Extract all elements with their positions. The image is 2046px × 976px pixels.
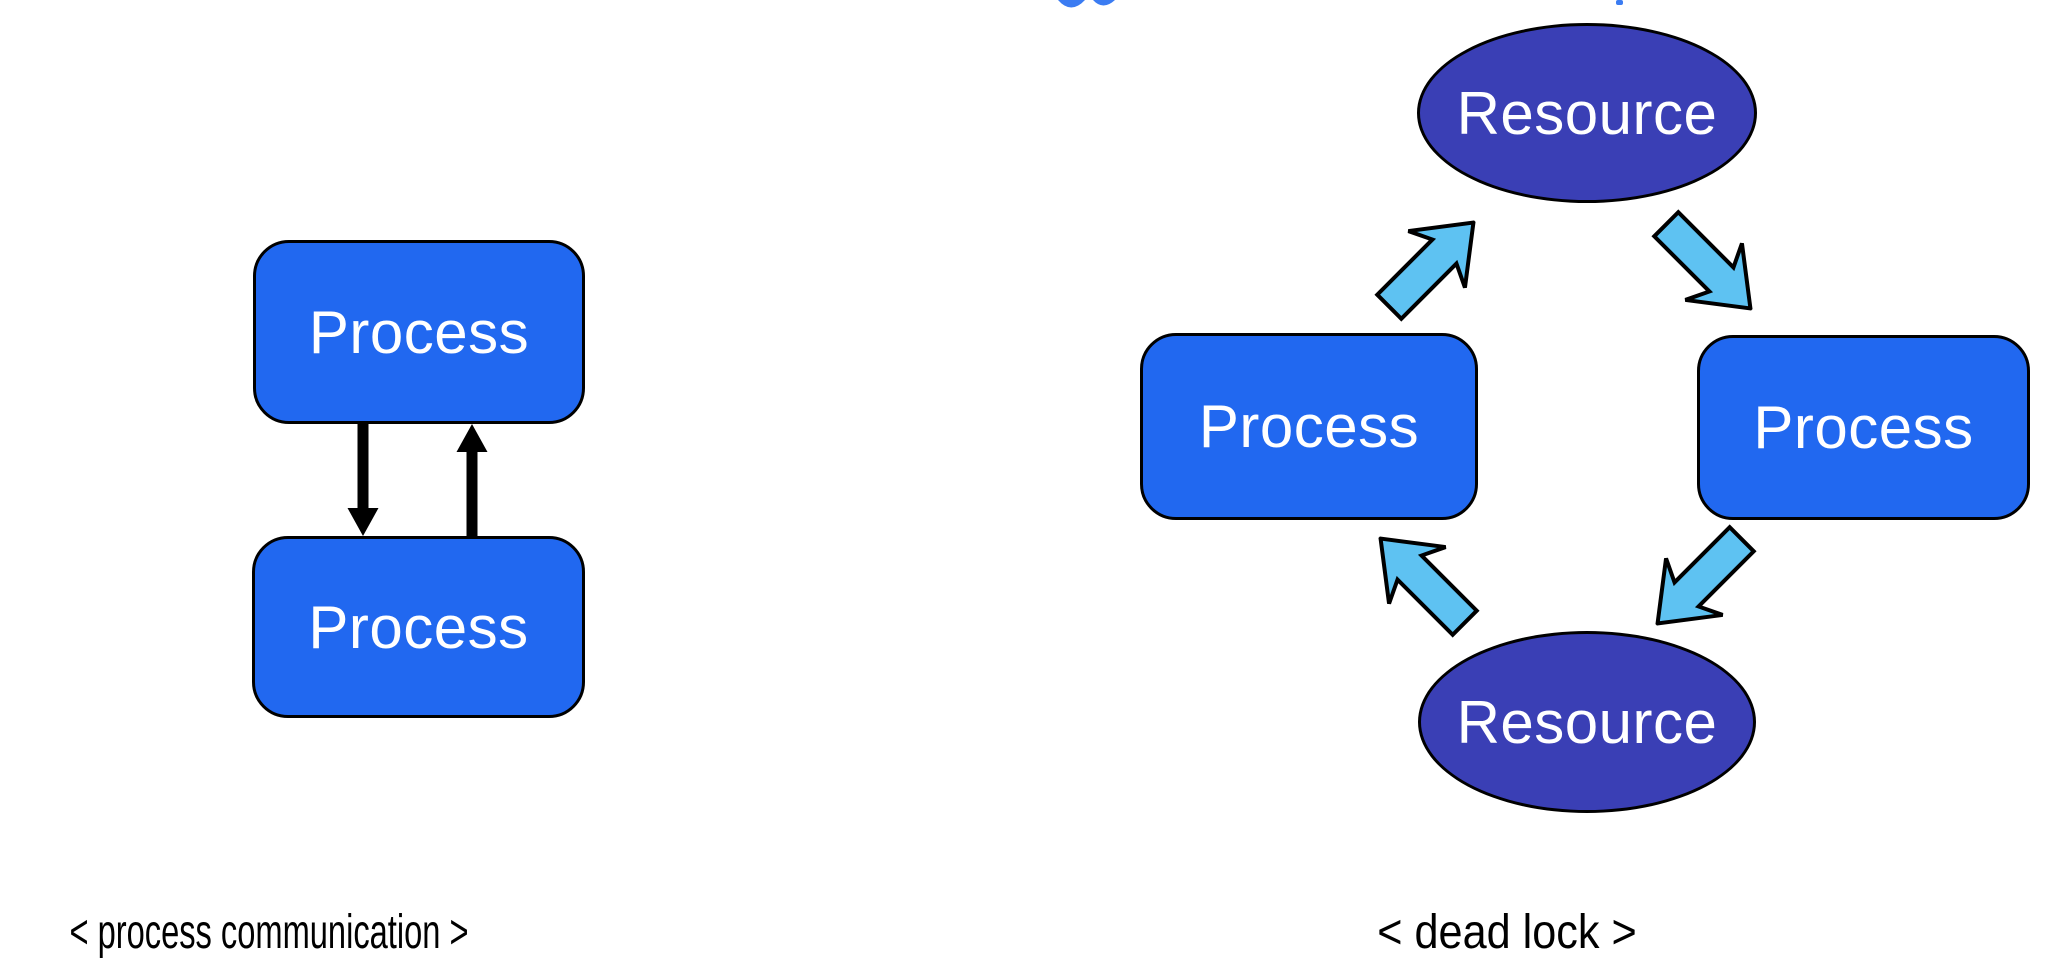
right-diagram-caption: < dead lock > <box>1377 906 1637 959</box>
cutoff-text-fragment <box>1616 0 1623 5</box>
process-node-top: Process <box>253 240 585 424</box>
resource-node-top: Resource <box>1417 23 1757 203</box>
process-node-label: Process <box>308 298 530 366</box>
process-node-right: Process <box>1697 335 2030 520</box>
resource-node-label: Resource <box>1456 688 1718 756</box>
process-node-bottom: Process <box>252 536 585 718</box>
cutoff-text-fragment <box>1058 0 1115 8</box>
cycle-arrow-up-left-icon <box>1378 536 1480 638</box>
block-arrow-shape <box>1374 220 1476 322</box>
process-node-label: Process <box>308 593 529 661</box>
fragment-shape <box>1058 0 1085 8</box>
process-node-left: Process <box>1140 333 1478 520</box>
cycle-arrow-down-left-icon <box>1655 524 1757 626</box>
cycle-arrow-up-right-icon <box>1374 220 1476 322</box>
resource-node-bottom: Resource <box>1418 631 1756 813</box>
fragment-shape <box>1616 0 1623 5</box>
block-arrow-shape <box>1651 209 1753 311</box>
block-arrow-shape <box>1378 536 1480 638</box>
resource-node-label: Resource <box>1456 79 1718 147</box>
down-arrow-icon <box>347 424 379 536</box>
communication-arrows <box>347 424 488 536</box>
block-arrow-shape <box>1655 524 1757 626</box>
process-node-label: Process <box>1198 393 1420 460</box>
process-node-label: Process <box>1753 394 1974 461</box>
fragment-shape <box>1093 0 1115 6</box>
up-arrow-icon <box>456 424 488 536</box>
left-diagram-caption: < process communication > <box>69 906 469 959</box>
cycle-arrow-down-right-icon <box>1651 209 1753 311</box>
